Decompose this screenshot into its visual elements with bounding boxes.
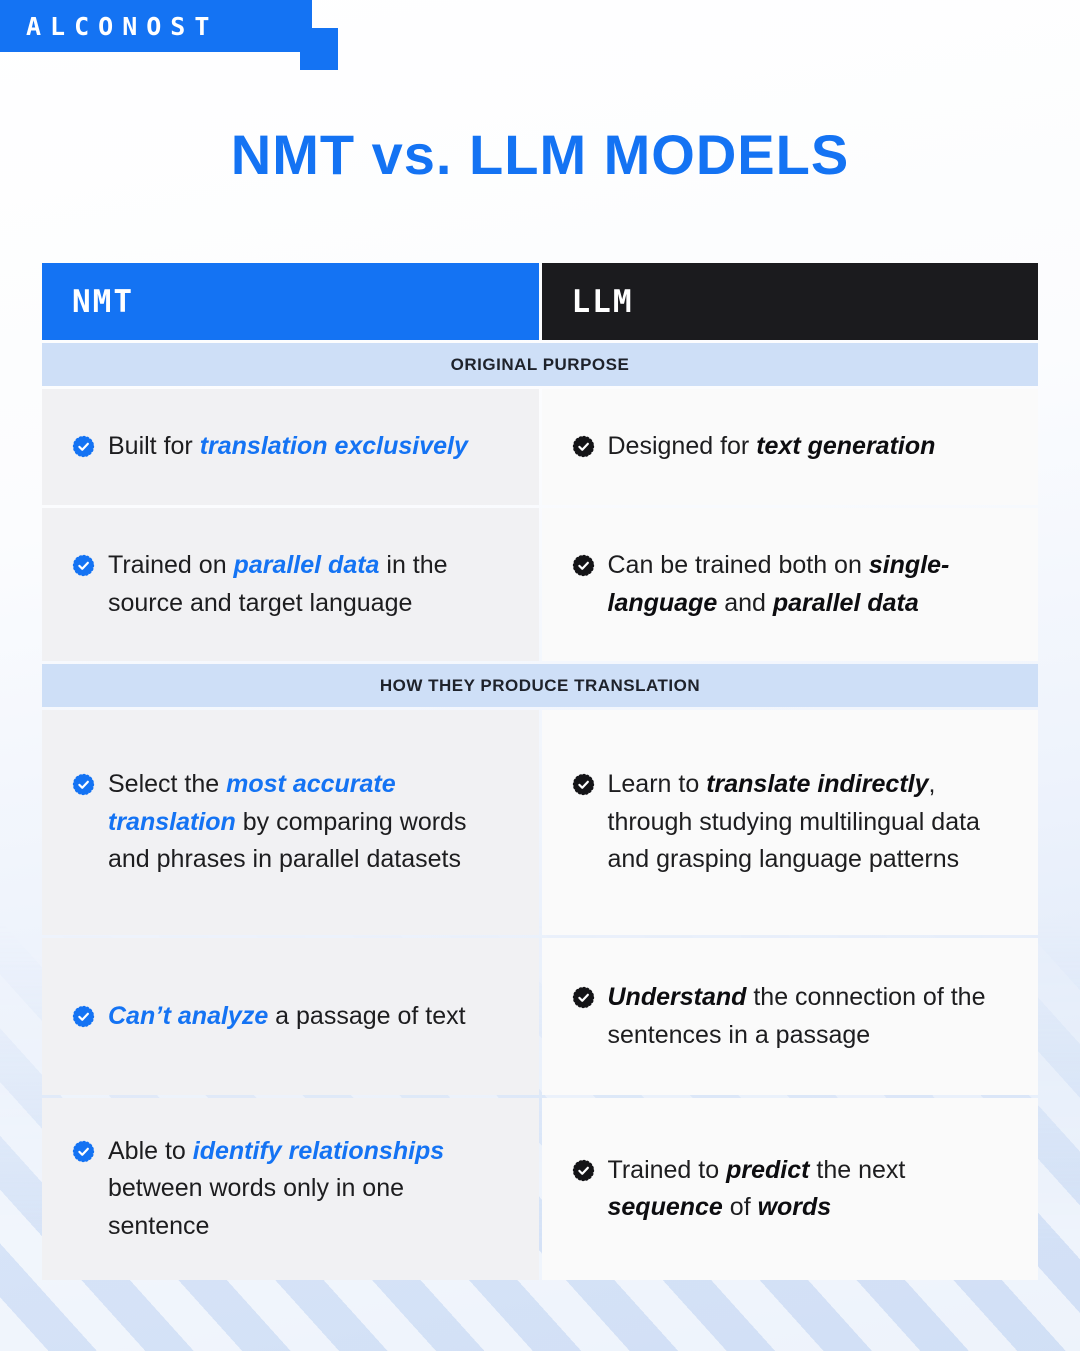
comparison-table: NMT LLM ORIGINAL PURPOSE Built for trans… <box>42 263 1038 1280</box>
column-header-llm: LLM <box>541 263 1038 340</box>
cell-text: Can be trained both on single-language a… <box>607 551 950 617</box>
alconost-logo-text: ALCONOST <box>26 12 219 41</box>
verified-check-icon <box>72 1005 95 1027</box>
page-title: NMT vs. LLM MODELS <box>230 123 850 186</box>
verified-check-icon <box>572 986 594 1009</box>
verified-check-icon <box>72 1140 95 1162</box>
section-header-original-purpose: ORIGINAL PURPOSE <box>42 343 1038 386</box>
cell-text: Select the most accurate translation by … <box>108 770 467 874</box>
section-header-how-they-produce-translation: HOW THEY PRODUCE TRANSLATION <box>42 664 1038 707</box>
verified-check-icon <box>572 774 594 796</box>
cell-text: Built for translation exclusively <box>108 432 468 461</box>
verified-check-icon <box>572 1159 594 1181</box>
cell-text: Understand the connection of the sentenc… <box>607 983 986 1049</box>
cell-text: Learn to translate indirectly, through s… <box>607 770 980 874</box>
verified-check-icon <box>572 436 594 458</box>
table-cell-llm: Learn to translate indirectly, through s… <box>541 710 1038 935</box>
verified-check-icon <box>572 554 594 577</box>
cell-text: Able to identify relationships between w… <box>108 1136 445 1240</box>
cell-text: Can’t analyze a passage of text <box>108 1001 466 1030</box>
verified-check-icon <box>72 774 95 796</box>
table-cell-nmt: Trained on parallel data in the source a… <box>42 508 539 661</box>
table-cell-nmt: Select the most accurate translation by … <box>42 710 539 935</box>
verified-check-icon <box>72 554 95 577</box>
verified-check-icon <box>72 436 95 458</box>
table-cell-nmt: Able to identify relationships between w… <box>42 1098 539 1280</box>
table-cell-llm: Can be trained both on single-language a… <box>541 508 1038 661</box>
column-header-nmt: NMT <box>42 263 539 340</box>
cell-text: Trained on parallel data in the source a… <box>108 551 448 617</box>
cell-text: Trained to predict the next sequence of … <box>607 1155 906 1222</box>
table-cell-llm: Trained to predict the next sequence of … <box>541 1098 1038 1280</box>
table-cell-nmt: Built for translation exclusively <box>42 389 539 505</box>
cell-text: Designed for text generation <box>607 432 936 461</box>
table-cell-llm: Understand the connection of the sentenc… <box>541 938 1038 1095</box>
table-cell-llm: Designed for text generation <box>541 389 1038 505</box>
table-cell-nmt: Can’t analyze a passage of text <box>42 938 539 1095</box>
